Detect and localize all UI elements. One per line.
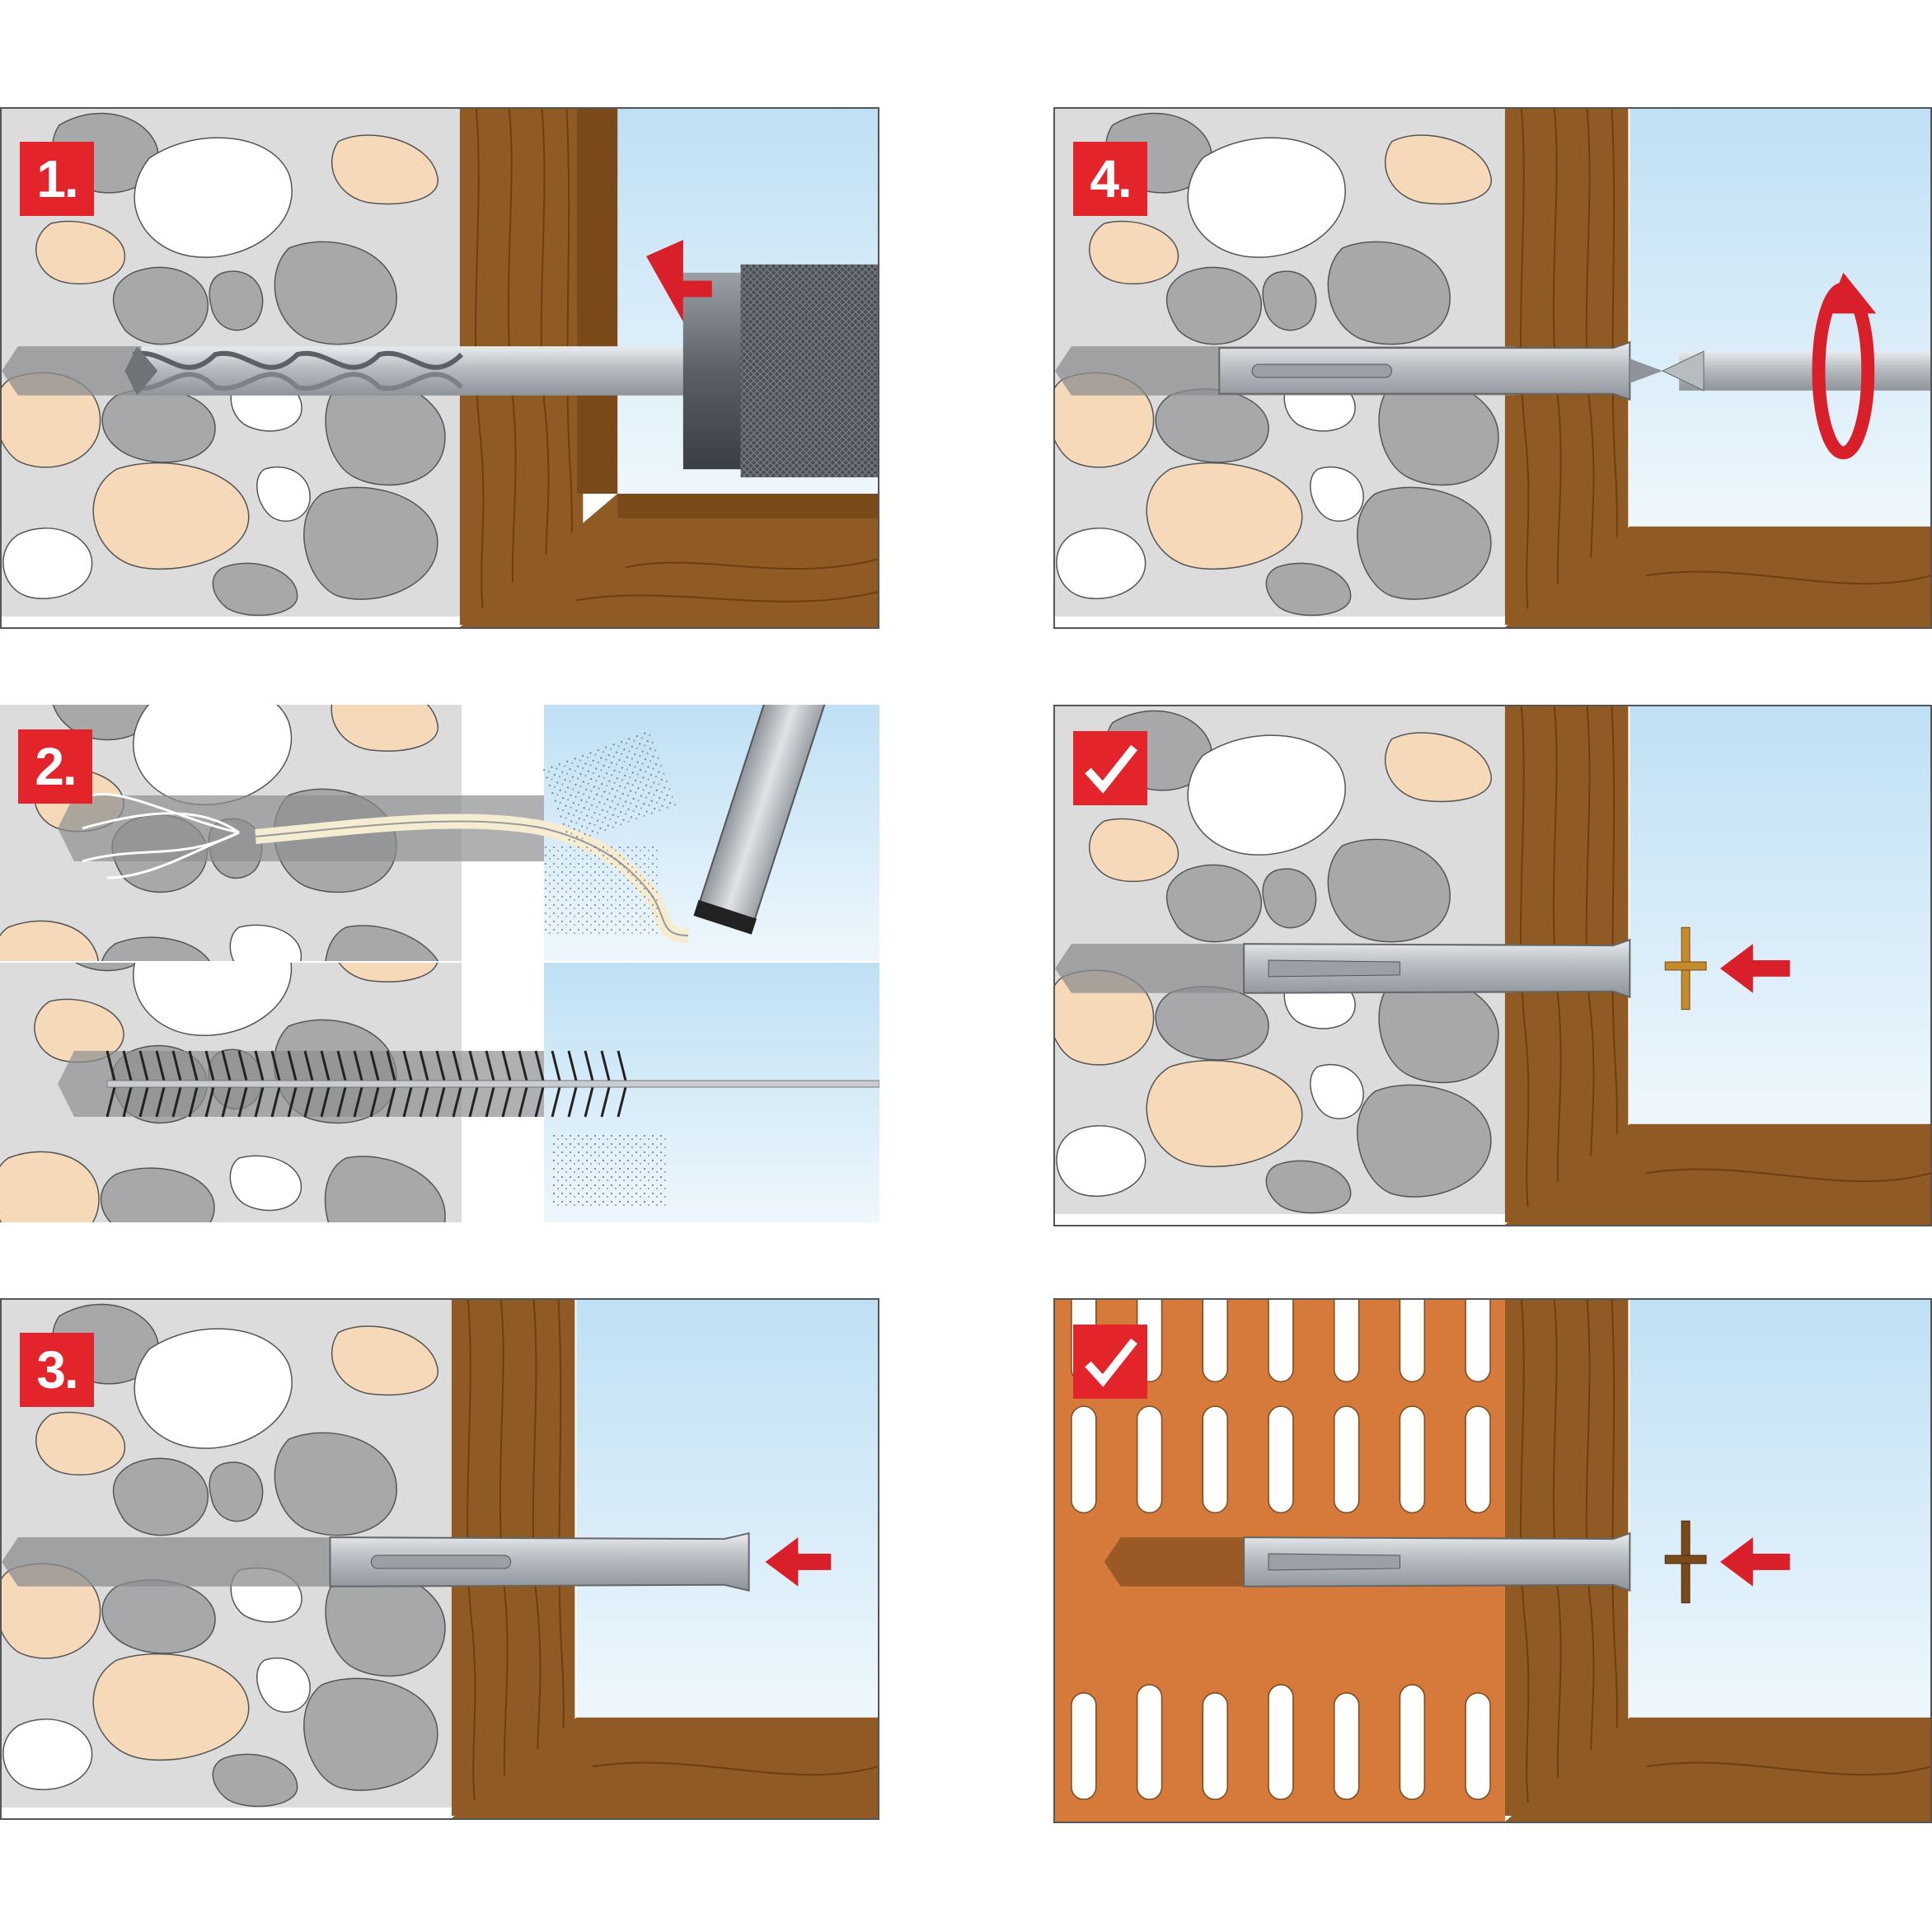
fastener-icon	[1664, 926, 1707, 1011]
step-2-illustration	[0, 705, 879, 1222]
result-solid-illustration	[1055, 706, 1930, 1225]
panel-step-2: 2.	[0, 705, 879, 1222]
arrow-left-icon	[646, 239, 712, 322]
step-badge-1: 1.	[20, 142, 94, 216]
step-3-illustration	[2, 1300, 878, 1818]
step-4-illustration	[1055, 109, 1930, 627]
panel-step-1: 1.	[0, 107, 879, 629]
check-icon	[1085, 1338, 1137, 1387]
panel-step-3: 3.	[0, 1298, 879, 1820]
rotate-icon	[1812, 272, 1877, 460]
panel-step-4: 4.	[1053, 107, 1932, 629]
step-badge-4: 4.	[1073, 142, 1147, 216]
panel-result-solid	[1053, 705, 1932, 1226]
arrow-left-icon	[1719, 1537, 1790, 1587]
check-badge-hollow	[1073, 1325, 1147, 1399]
result-hollow-illustration	[1055, 1300, 1930, 1822]
panel-result-hollow	[1053, 1298, 1932, 1823]
check-badge-solid	[1073, 731, 1147, 805]
step-badge-2: 2.	[18, 729, 92, 804]
check-icon	[1085, 744, 1137, 794]
step-1-illustration	[2, 109, 878, 627]
arrow-left-icon	[765, 1537, 832, 1587]
arrow-left-icon	[1719, 944, 1790, 993]
fastener-icon	[1664, 1520, 1707, 1604]
step-badge-3: 3.	[20, 1333, 94, 1407]
